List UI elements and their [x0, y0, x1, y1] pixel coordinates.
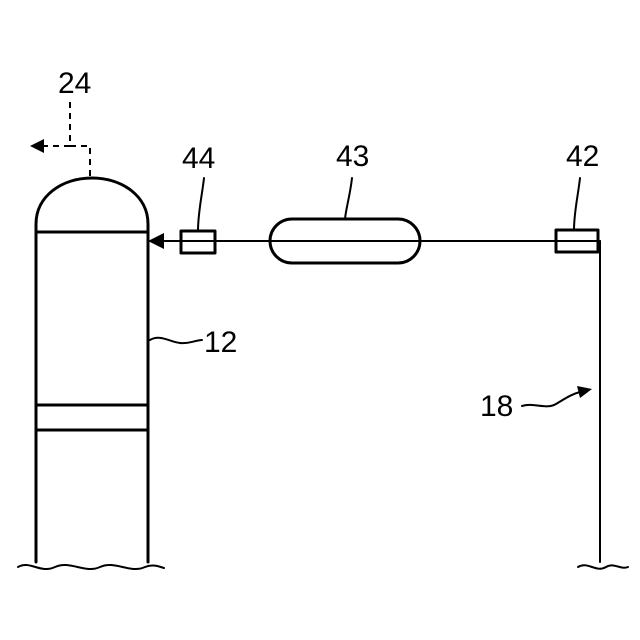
leader-18-arrowhead: [577, 386, 592, 398]
label-12: 12: [204, 326, 237, 359]
vessel: [18, 178, 164, 569]
leader-44: [198, 178, 204, 231]
line-break-mark: [578, 565, 628, 568]
vessel-dome: [36, 178, 148, 232]
vent-dashed-path: [70, 98, 90, 176]
label-24: 24: [58, 67, 91, 100]
leader-43: [345, 178, 352, 219]
vent-arrowhead: [30, 139, 44, 153]
supply-line: [148, 233, 628, 569]
vent-line: [30, 98, 90, 176]
label-42: 42: [566, 140, 599, 173]
inlet-arrowhead: [148, 233, 164, 249]
leader-12: [150, 338, 202, 343]
label-43: 43: [336, 140, 369, 173]
vessel-break-line: [18, 565, 164, 569]
leader-18: [522, 392, 580, 406]
leader-42: [574, 178, 580, 230]
label-18: 18: [480, 390, 513, 423]
label-44: 44: [182, 142, 215, 175]
